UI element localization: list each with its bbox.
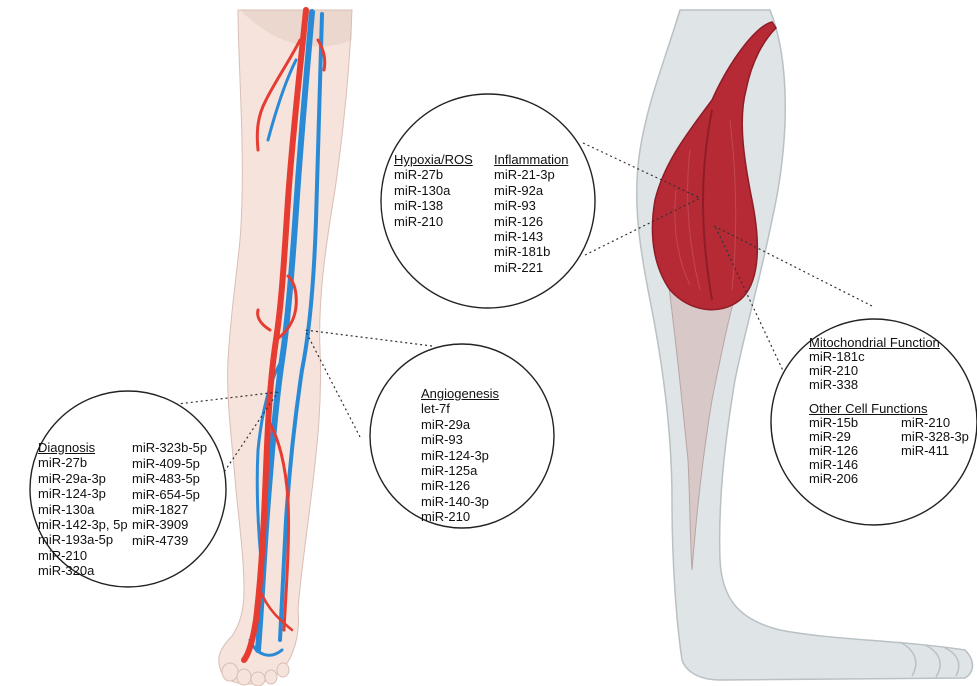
hypoxia-item: miR-138: [394, 198, 473, 213]
inflammation-item: miR-126: [494, 214, 568, 229]
mitochondrial-title: Mitochondrial Function: [809, 336, 940, 350]
angiogenesis-item: miR-140-3p: [421, 494, 499, 509]
angiogenesis-item: let-7f: [421, 401, 499, 416]
connector-angio-top: [305, 330, 432, 346]
diagnosis-item: miR-142-3p, 5p: [38, 517, 128, 532]
mitochondrial-panel: Mitochondrial Function miR-181c miR-210 …: [809, 336, 940, 392]
angiogenesis-item: miR-124-3p: [421, 448, 499, 463]
other-functions-item: miR-411: [901, 444, 969, 458]
other-functions-panel: Other Cell Functions miR-15b miR-29 miR-…: [809, 402, 959, 488]
inflammation-item: miR-143: [494, 229, 568, 244]
other-functions-item: miR-126: [809, 444, 858, 458]
diagnosis-item: miR-323b-5p: [132, 440, 207, 455]
other-functions-item: miR-29: [809, 430, 858, 444]
other-functions-item: miR-328-3p: [901, 430, 969, 444]
diagnosis-item: miR-409-5p: [132, 456, 207, 471]
inflammation-item: miR-221: [494, 260, 568, 275]
other-functions-title: Other Cell Functions: [809, 402, 959, 416]
mitochondrial-item: miR-210: [809, 364, 940, 378]
diagnosis-item: miR-4739: [132, 533, 207, 548]
inflammation-item: miR-21-3p: [494, 167, 568, 182]
diagnosis-col-1: miR-27b miR-29a-3p miR-124-3p miR-130a m…: [38, 455, 128, 578]
diagnosis-columns: miR-27b miR-29a-3p miR-124-3p miR-130a m…: [38, 455, 213, 585]
inflammation-item: miR-181b: [494, 244, 568, 259]
other-functions-item: miR-206: [809, 472, 858, 486]
angiogenesis-item: miR-210: [421, 509, 499, 524]
angiogenesis-title: Angiogenesis: [421, 386, 499, 401]
angiogenesis-item: miR-125a: [421, 463, 499, 478]
mitochondrial-item: miR-338: [809, 378, 940, 392]
diagnosis-item: miR-193a-5p: [38, 532, 128, 547]
diagnosis-item: miR-654-5p: [132, 487, 207, 502]
angiogenesis-item: miR-29a: [421, 417, 499, 432]
hypoxia-item: miR-27b: [394, 167, 473, 182]
diagnosis-item: miR-320a: [38, 563, 128, 578]
inflammation-item: miR-92a: [494, 183, 568, 198]
angiogenesis-item: miR-93: [421, 432, 499, 447]
diagnosis-panel: Diagnosis miR-27b miR-29a-3p miR-124-3p …: [38, 440, 213, 585]
other-functions-item: miR-15b: [809, 416, 858, 430]
other-functions-col-1: miR-15b miR-29 miR-126 miR-146 miR-206: [809, 416, 858, 486]
other-functions-item: miR-210: [901, 416, 969, 430]
diagnosis-item: miR-1827: [132, 502, 207, 517]
diagnosis-item: miR-124-3p: [38, 486, 128, 501]
diagnosis-item: miR-29a-3p: [38, 471, 128, 486]
inflammation-item: miR-93: [494, 198, 568, 213]
angiogenesis-item: miR-126: [421, 478, 499, 493]
inflammation-panel: Inflammation miR-21-3p miR-92a miR-93 mi…: [494, 152, 568, 275]
other-functions-item: miR-146: [809, 458, 858, 472]
diagnosis-item: miR-27b: [38, 455, 128, 470]
hypoxia-item: miR-130a: [394, 183, 473, 198]
diagnosis-item: miR-130a: [38, 502, 128, 517]
diagnosis-item: miR-3909: [132, 517, 207, 532]
diagnosis-item: miR-483-5p: [132, 471, 207, 486]
mitochondrial-item: miR-181c: [809, 350, 940, 364]
other-functions-columns: miR-15b miR-29 miR-126 miR-146 miR-206 m…: [809, 416, 959, 488]
angiogenesis-panel: Angiogenesis let-7f miR-29a miR-93 miR-1…: [421, 386, 499, 525]
hypoxia-panel: Hypoxia/ROS miR-27b miR-130a miR-138 miR…: [394, 152, 473, 229]
inflammation-title: Inflammation: [494, 152, 568, 167]
other-functions-col-2: miR-210 miR-328-3p miR-411: [901, 416, 969, 458]
hypoxia-item: miR-210: [394, 214, 473, 229]
hypoxia-title: Hypoxia/ROS: [394, 152, 473, 167]
diagnosis-item: miR-210: [38, 548, 128, 563]
diagnosis-col-2: miR-323b-5p miR-409-5p miR-483-5p miR-65…: [132, 440, 207, 548]
leg-vasculature-illustration: [219, 10, 352, 686]
